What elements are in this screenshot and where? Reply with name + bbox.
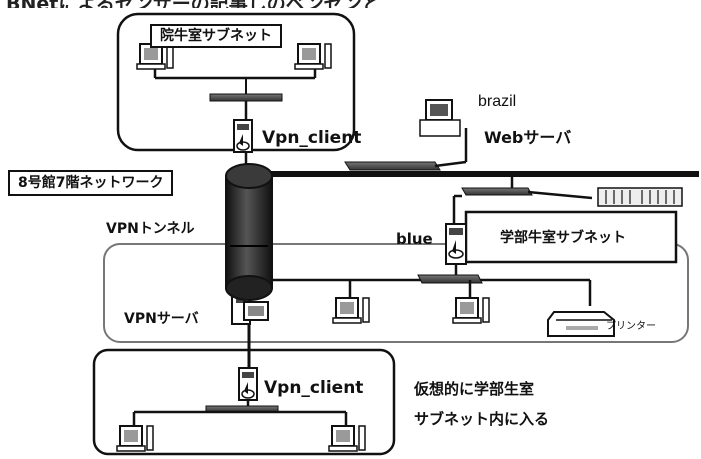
blue-label: blue <box>396 232 433 247</box>
undergrad-hub <box>418 275 482 283</box>
note-line-2: サブネット内に入る <box>414 412 549 427</box>
blue-server-icon <box>446 224 466 264</box>
grad-hub <box>210 94 282 101</box>
vpn-client-bottom-icon <box>239 368 257 400</box>
note-line-1: 仮想的に学部生室 <box>414 382 534 397</box>
printer-icon <box>548 312 614 336</box>
backbone-hub <box>345 162 440 170</box>
pc-icon <box>333 298 369 323</box>
remote-subnet-group <box>94 350 394 454</box>
pc-icon <box>117 426 153 451</box>
vpn-client-top-icon <box>234 120 252 152</box>
vpn-server-label: VPNサーバ <box>124 312 199 326</box>
vpn-client-bottom-label: Vpn_client <box>264 380 363 397</box>
floor-network-label: 8号館7階ネットワーク <box>8 170 173 196</box>
brazil-label: brazil <box>478 94 516 110</box>
pc-icon <box>329 426 365 451</box>
vpn-client-top-label: Vpn_client <box>262 130 361 147</box>
vpn-tunnel-label: VPNトンネル <box>106 222 195 236</box>
grad-subnet-label: 院牛室サブネット <box>150 24 282 48</box>
undergrad-subnet-label: 学部牛室サブネット <box>500 231 626 245</box>
brazil-server-icon <box>420 100 460 136</box>
rack-icon <box>598 188 682 206</box>
pc-icon <box>295 44 331 69</box>
blue-hub <box>462 188 532 195</box>
pc-icon <box>453 298 489 323</box>
printer-label: プリンター <box>606 322 656 332</box>
vpn-tunnel-cylinder <box>226 164 272 300</box>
backbone-hub-right <box>435 162 466 166</box>
web-server-label: Webサーバ <box>484 130 571 146</box>
